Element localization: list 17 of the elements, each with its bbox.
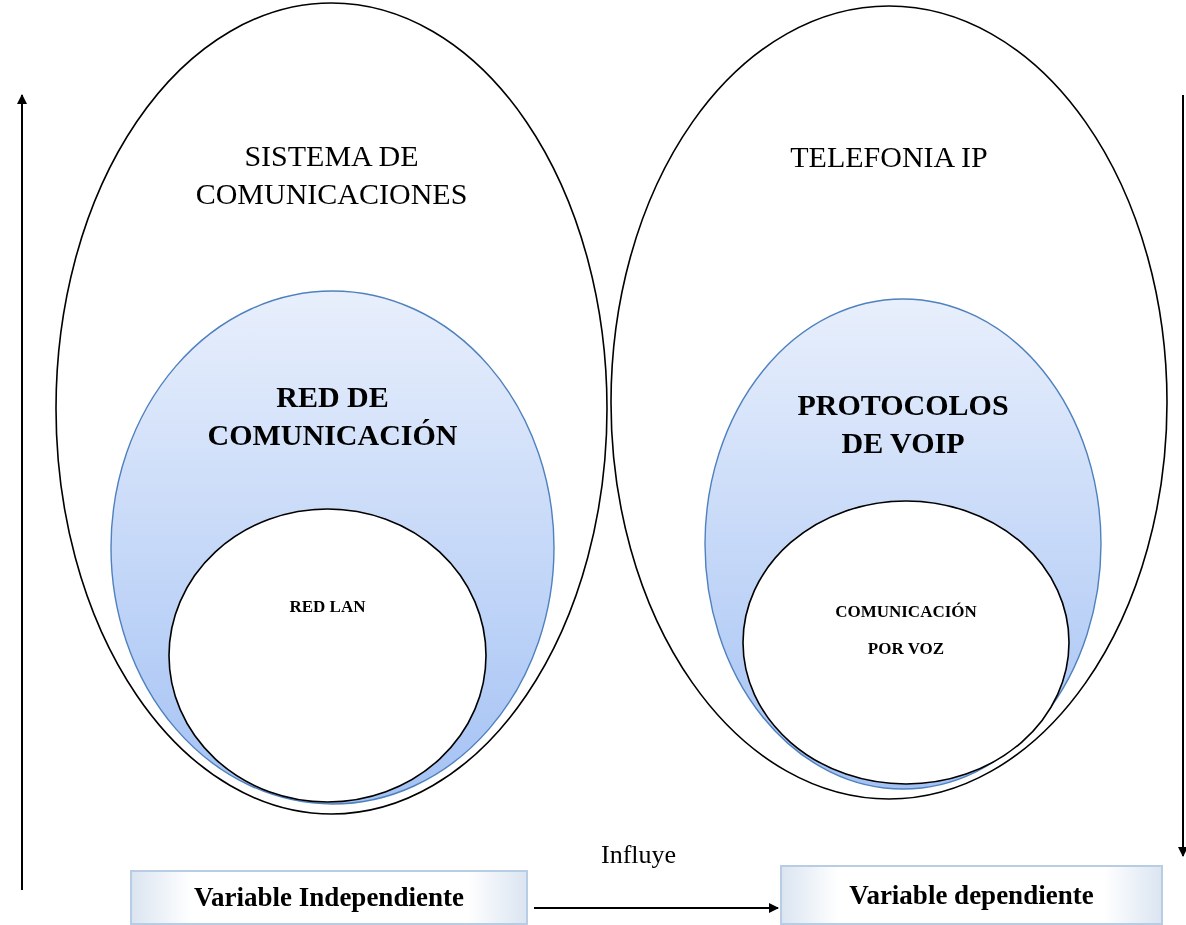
node-label: PROTOCOLOS DE VOIP (796, 387, 1010, 461)
inner-ellipse (704, 298, 1102, 790)
node-label: RED DE COMUNICACIÓN (206, 379, 459, 453)
outer-ellipse (55, 2, 608, 815)
node-label: TELEFONIA IP (789, 139, 989, 175)
node-label: RED LAN (288, 596, 367, 618)
outer-ellipse (610, 5, 1168, 800)
variable-box (780, 865, 1163, 925)
variable-box (130, 870, 528, 925)
core-circle (168, 508, 487, 803)
node-label: Variable Independiente (194, 882, 464, 913)
core-circle (742, 500, 1070, 785)
node-label: SISTEMA DE COMUNICACIONES (194, 138, 469, 212)
arrow (533, 903, 779, 913)
node-label: Variable dependiente (849, 879, 1094, 911)
node-label: COMUNICACIÓN POR VOZ (834, 601, 978, 661)
inner-ellipse (110, 290, 555, 805)
